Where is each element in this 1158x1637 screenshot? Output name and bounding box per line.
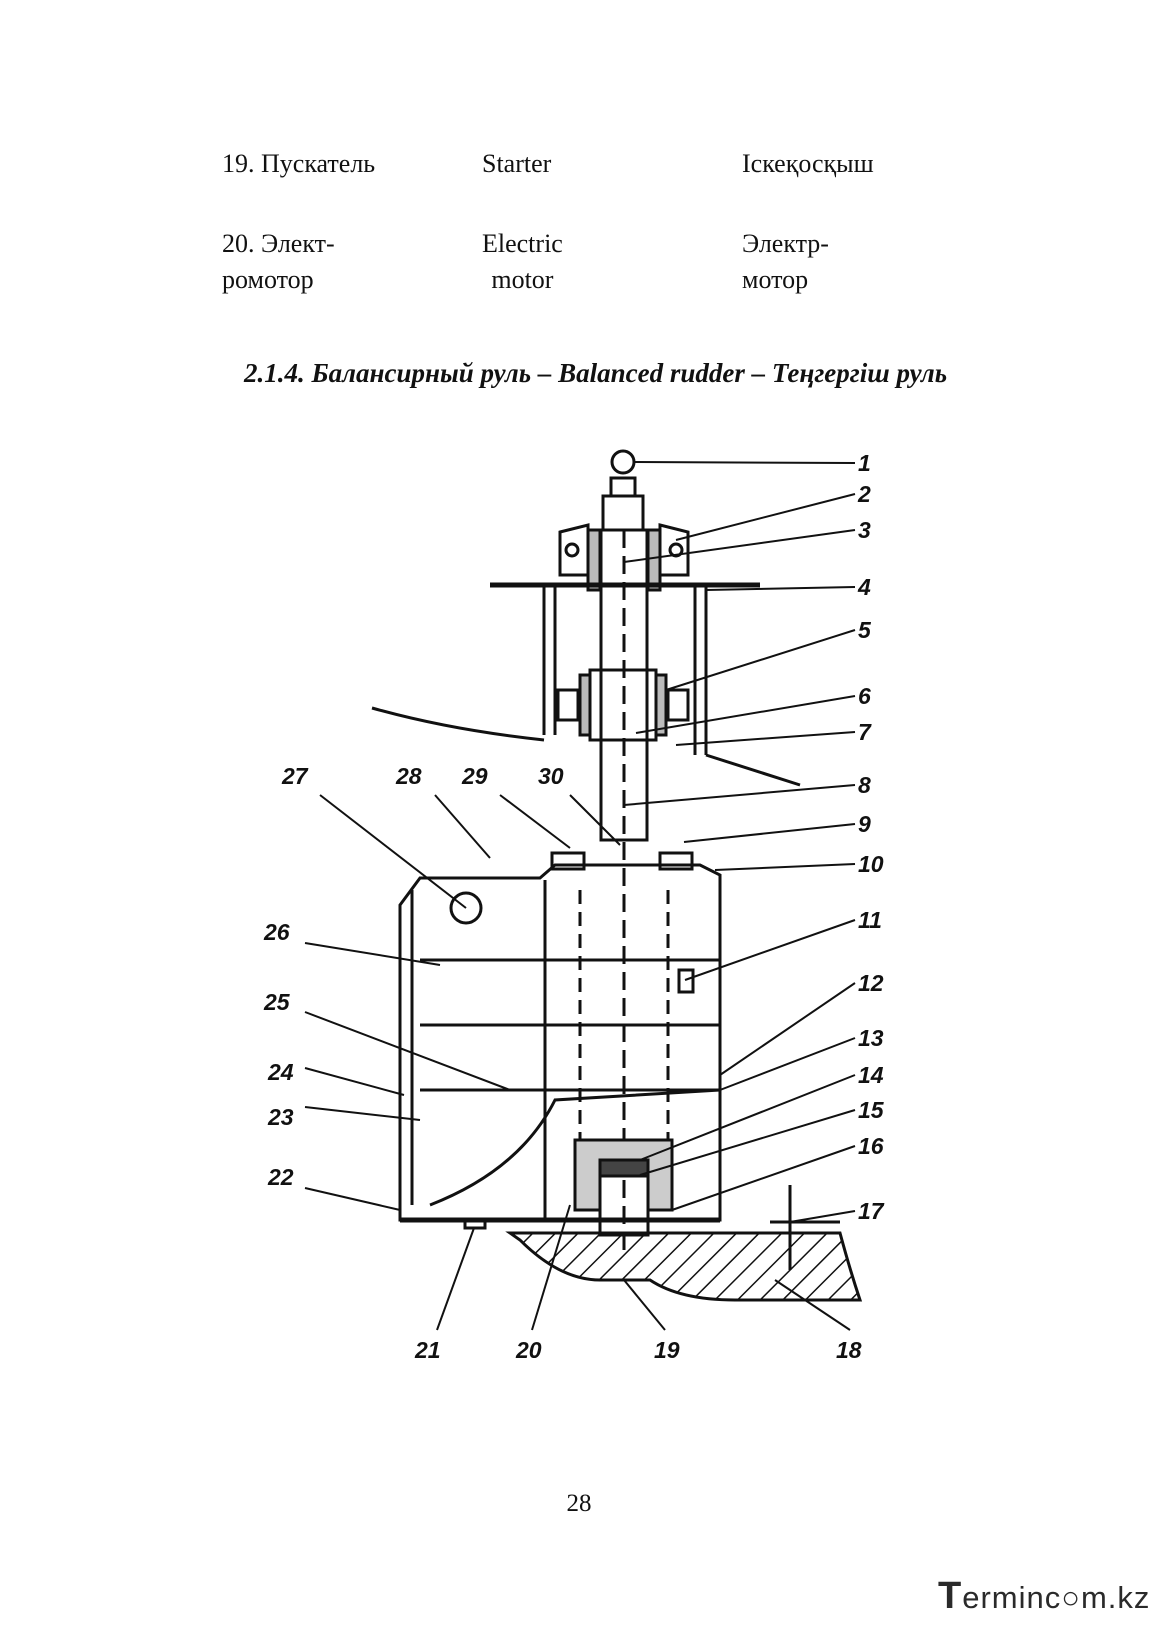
term-kz: Электр- мотор xyxy=(742,229,829,294)
callout-24: 24 xyxy=(267,1059,294,1085)
logo-letter: T xyxy=(938,1575,963,1617)
callout-5: 5 xyxy=(858,617,872,643)
callout-11: 11 xyxy=(858,907,882,933)
page-number: 28 xyxy=(566,1490,592,1517)
logo-text: erminc xyxy=(962,1580,1062,1615)
logo-domain: m.kz xyxy=(1080,1580,1151,1615)
term-ru: 19. Пускатель xyxy=(222,149,376,178)
callout-29: 29 xyxy=(461,763,488,789)
terminkom-logo[interactable]: Terminc○m.kz xyxy=(938,1575,1150,1618)
term-row-19: 19. Пускатель Starter Іскеқосқыш xyxy=(0,146,1158,186)
callout-4: 4 xyxy=(857,574,871,600)
callout-20: 20 xyxy=(515,1337,542,1363)
callout-15: 15 xyxy=(858,1097,885,1123)
term-kz: Іскеқосқыш xyxy=(742,149,874,178)
top-nut xyxy=(610,449,636,475)
callout-8: 8 xyxy=(858,772,871,798)
callout-12: 12 xyxy=(858,970,884,996)
callout-28: 28 xyxy=(395,763,422,789)
callout-19: 19 xyxy=(654,1337,680,1363)
term-ru: 20. Элект- ромотор xyxy=(222,229,335,294)
rudder-diagram: 1 2 3 4 5 6 7 8 9 10 11 12 13 14 15 16 1… xyxy=(263,449,885,1363)
callout-6: 6 xyxy=(858,683,871,709)
callout-10: 10 xyxy=(858,851,884,877)
callout-26: 26 xyxy=(263,919,290,945)
callout-25: 25 xyxy=(263,989,291,1015)
callout-9: 9 xyxy=(858,811,871,837)
term-row-20: 20. Элект- ромотор Electric motor Электр… xyxy=(0,226,1158,306)
callout-17: 17 xyxy=(858,1198,885,1224)
callout-16: 16 xyxy=(858,1133,884,1159)
callout-21: 21 xyxy=(414,1337,441,1363)
callout-7: 7 xyxy=(858,719,872,745)
logo-o-icon: ○ xyxy=(1061,1580,1081,1615)
callout-27: 27 xyxy=(281,763,309,789)
callout-3: 3 xyxy=(858,517,871,543)
term-en: Starter xyxy=(482,149,552,178)
hull-sole xyxy=(505,1231,863,1302)
callout-23: 23 xyxy=(267,1104,294,1130)
callout-13: 13 xyxy=(858,1025,884,1051)
callout-1: 1 xyxy=(858,450,871,476)
term-en: Electric motor xyxy=(482,229,563,294)
callout-30: 30 xyxy=(538,763,564,789)
callout-14: 14 xyxy=(858,1062,884,1088)
callout-2: 2 xyxy=(857,481,871,507)
callout-22: 22 xyxy=(267,1164,294,1190)
section-heading: 2.1.4. Балансирный руль – Balanced rudde… xyxy=(244,358,948,388)
callout-18: 18 xyxy=(836,1337,862,1363)
